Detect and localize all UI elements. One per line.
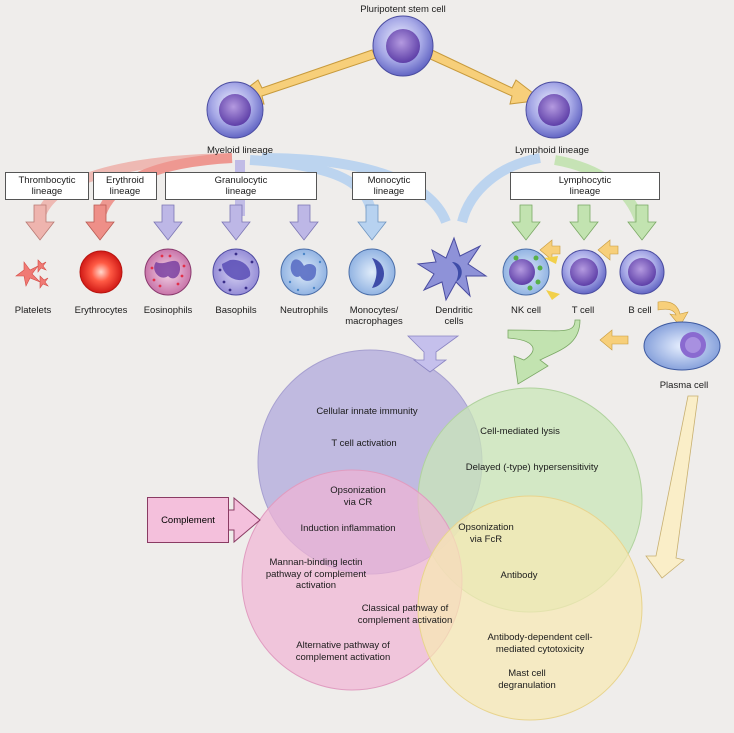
down-arrows (25, 204, 657, 241)
progenitor-cells (206, 15, 583, 139)
cellular-innate-immunity-label: Cellular innate immunity (316, 406, 418, 417)
platelets-label: Platelets (14, 305, 52, 316)
stem-cell-label: Pluripotent stem cell (360, 4, 446, 15)
lymphoid-lineage-label: Lymphoid lineage (514, 145, 590, 156)
complement-box: Complement (147, 497, 229, 543)
platelets-icon (15, 259, 49, 289)
mannan-binding-lectin-label: Mannan-binding lectin pathway of complem… (265, 557, 367, 591)
lymphocyte-arrows (539, 239, 689, 351)
monocytes-label: Monocytes/ macrophages (345, 305, 403, 327)
t-cell-icon (561, 249, 607, 295)
induction-inflammation-label: Induction inflammation (300, 523, 396, 534)
neutrophil-icon (280, 248, 328, 296)
lymphocytic-lineage-box: Lymphocytic lineage (510, 172, 660, 200)
dendritic-cell-icon (416, 236, 488, 302)
granulocytic-lineage-box: Granulocytic lineage (165, 172, 317, 200)
cell-mediated-lysis-label: Cell-mediated lysis (480, 426, 560, 437)
adcc-label: Antibody-dependent cell- mediated cytoto… (487, 632, 593, 655)
eosinophils-label: Eosinophils (143, 305, 193, 316)
classical-pathway-label: Classical pathway of complement activati… (357, 603, 453, 626)
plasma-cell-icon (643, 321, 721, 371)
t-cell-label: T cell (571, 305, 595, 316)
lymphoid-progenitor-icon (525, 81, 583, 139)
erythroid-lineage-box: Erythroid lineage (93, 172, 157, 200)
complement-label: Complement (161, 514, 215, 526)
monocyte-icon (348, 248, 396, 296)
venn-arrows (227, 319, 699, 579)
opsonization-cr-label: Opsonization via CR (330, 485, 386, 508)
monocytic-lineage-box: Monocytic lineage (352, 172, 426, 200)
thrombocytic-lineage-box: Thrombocytic lineage (5, 172, 89, 200)
erythrocyte-icon (79, 250, 123, 294)
eosinophil-icon (144, 248, 192, 296)
nk-cell-icon (502, 248, 560, 300)
nk-cell-label: NK cell (510, 305, 542, 316)
terminal-cells (15, 236, 721, 371)
myeloid-progenitor-icon (206, 81, 264, 139)
mast-cell-degranulation-label: Mast cell degranulation (498, 668, 556, 691)
basophils-label: Basophils (215, 305, 257, 316)
neutrophils-label: Neutrophils (279, 305, 329, 316)
opsonization-fcr-label: Opsonization via FcR (458, 522, 514, 545)
pluripotent-stem-cell-icon (372, 15, 434, 77)
venn-circles (241, 349, 643, 721)
delayed-hypersensitivity-label: Delayed (-type) hypersensitivity (465, 462, 599, 473)
t-cell-activation-label: T cell activation (331, 438, 397, 449)
alternative-pathway-label: Alternative pathway of complement activa… (295, 640, 391, 663)
antibody-label: Antibody (500, 570, 538, 581)
myeloid-lineage-label: Myeloid lineage (206, 145, 274, 156)
b-cell-label: B cell (628, 305, 652, 316)
b-cell-icon (619, 249, 665, 295)
erythrocytes-label: Erythrocytes (74, 305, 128, 316)
basophil-icon (212, 248, 260, 296)
plasma-cell-label: Plasma cell (659, 380, 709, 391)
stem-arrows (230, 49, 544, 105)
dendritic-cells-label: Dendritic cells (435, 305, 473, 327)
